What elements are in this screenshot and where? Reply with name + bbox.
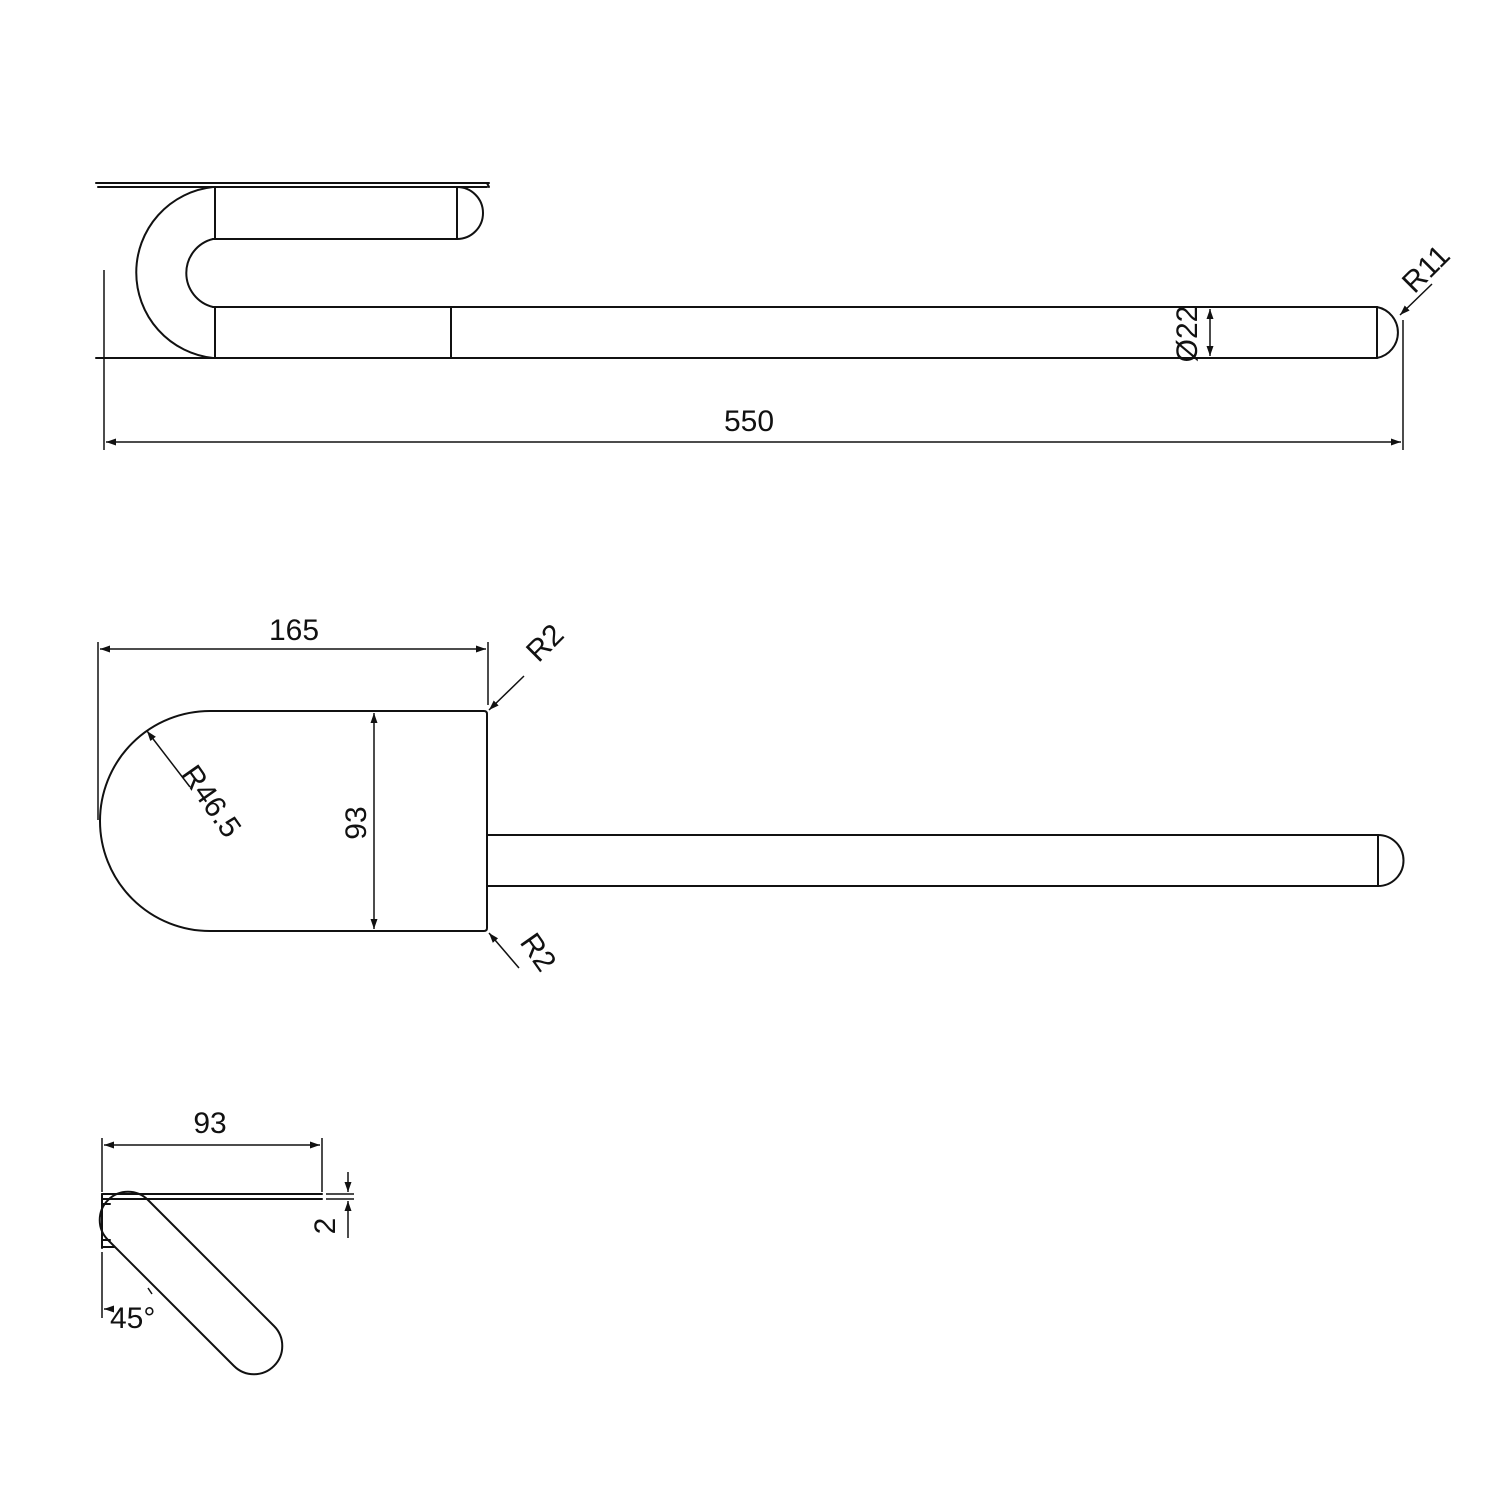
mounting-plate-outline xyxy=(99,710,488,932)
length-label: 550 xyxy=(724,405,774,438)
bend-radius-label: R46.5 xyxy=(174,759,247,844)
corner-radius-top-leader: R2 xyxy=(488,618,571,711)
end-width-label: 93 xyxy=(193,1107,226,1140)
end-view: 93 2 45° xyxy=(98,1107,354,1376)
corner-radius-bottom-label: R2 xyxy=(513,927,562,977)
corner-radius-bottom-leader: R2 xyxy=(488,927,562,978)
depth-label: 93 xyxy=(340,806,373,839)
thickness-label: 2 xyxy=(309,1218,342,1235)
side-view: 550 Ø22 R11 xyxy=(95,182,1457,450)
angle-dimension: 45° xyxy=(101,1252,155,1335)
thickness-dimension: 2 xyxy=(309,1172,354,1238)
depth-dimension: 93 xyxy=(340,713,378,929)
end-width-dimension: 93 xyxy=(101,1107,323,1192)
end-plate xyxy=(101,1193,323,1249)
top-view: 165 93 R46.5 R2 R2 xyxy=(97,614,1405,978)
angle-label: 45° xyxy=(110,1302,155,1335)
u-rail xyxy=(95,186,1399,359)
end-radius-leader: R11 xyxy=(1396,239,1457,316)
corner-radius-top-label: R2 xyxy=(520,618,570,668)
bend-radius-leader: R46.5 xyxy=(146,730,247,844)
diameter-label: Ø22 xyxy=(1171,306,1204,363)
towel-bar xyxy=(486,834,1405,887)
width-label: 165 xyxy=(269,614,319,647)
diameter-dimension: Ø22 xyxy=(1171,306,1214,363)
length-dimension: 550 xyxy=(103,270,1404,450)
angled-arm xyxy=(98,1190,284,1376)
end-radius-label: R11 xyxy=(1396,239,1457,300)
width-dimension: 165 xyxy=(97,614,489,820)
